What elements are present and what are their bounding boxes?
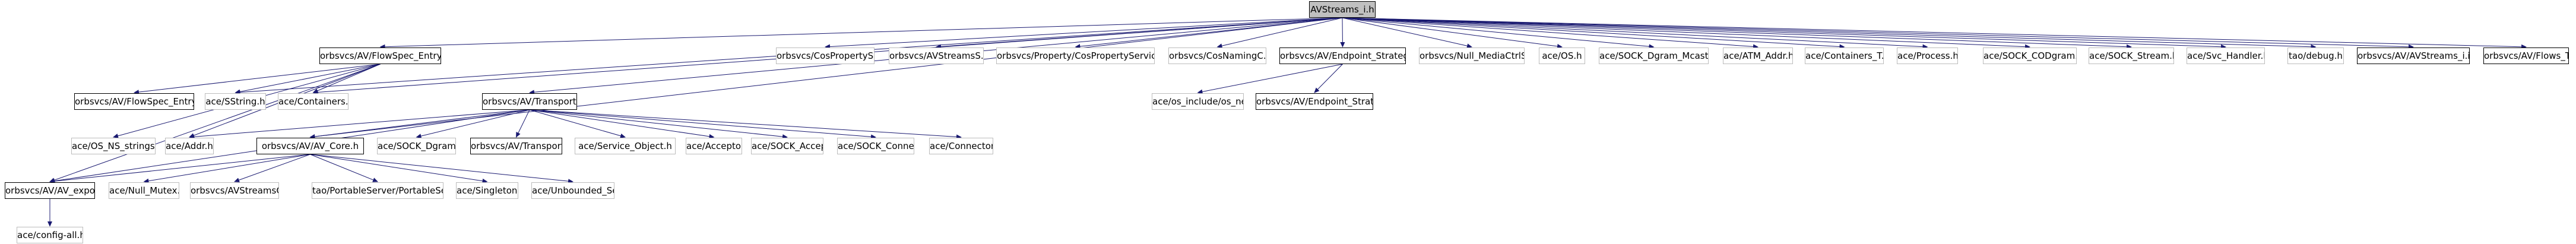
graph-node-av_core_h[interactable]: orbsvcs/AV/AV_Core.h (256, 138, 364, 154)
edge-avstreams_i_h-to-cospropertys_h (825, 17, 1343, 49)
graph-node-containers_h[interactable]: ace/Containers.h (278, 93, 348, 110)
edge-av_core_h-to-portableserver_h (310, 154, 378, 182)
edge-avstreams_i_h-to-os_h (1342, 17, 1563, 49)
graph-node-sock_acceptor_h[interactable]: ace/SOCK_Acceptor.h (751, 138, 823, 154)
graph-node-cospropertyservice_i_h[interactable]: orbsvcs/Property/CosPropertyService_i.h (996, 47, 1155, 64)
graph-node-flowspec_entry_inl[interactable]: orbsvcs/AV/FlowSpec_Entry.inl (74, 93, 194, 110)
edge-transport_h-to-sock_dgram_h (416, 109, 530, 139)
edge-avstreams_i_h-to-containers_t_h (1342, 17, 1845, 49)
edge-flowspec_entry_h-to-av_export_h (49, 64, 381, 183)
graph-node-addr_h[interactable]: ace/Addr.h (165, 138, 214, 154)
edge-flowspec_entry_h-to-containers_h (312, 64, 381, 93)
graph-node-containers_t_h[interactable]: ace/Containers_T.h (1805, 47, 1884, 64)
edge-avstreams_i_h-to-flows_t_h (1342, 17, 2527, 49)
edge-avstreams_i_h-to-avstreams_i_inl (1342, 17, 2414, 49)
edge-avstreams_i_h-to-avstreamss_h (936, 17, 1343, 49)
edge-avstreams_i_h-to-null_mediactrls_h (1342, 17, 1472, 49)
graph-node-sock_dgram_mcast_h[interactable]: ace/SOCK_Dgram_Mcast.h (1599, 47, 1709, 64)
graph-node-sock_stream_h[interactable]: ace/SOCK_Stream.h (2089, 47, 2174, 64)
edge-avstreams_i_h-to-tao_debug_h (1342, 17, 2317, 49)
edge-avstreams_i_h-to-av_core_h (309, 17, 1343, 140)
edge-transport_h-to-service_object_h (529, 109, 626, 138)
graph-node-avstreamss_h[interactable]: orbsvcs/AVStreamsS.h (889, 47, 984, 64)
edge-av_core_h-to-null_mutex_h (143, 154, 310, 183)
graph-node-cospropertys_h[interactable]: orbsvcs/CosPropertyS.h (776, 47, 874, 64)
graph-node-null_mediactrls_h[interactable]: orbsvcs/Null_MediaCtrlS.h (1419, 47, 1525, 64)
edge-transport_h-to-addr_h (189, 109, 530, 140)
edge-av_core_h-to-singleton_h (310, 154, 488, 183)
graph-node-transport_h[interactable]: orbsvcs/AV/Transport.h (482, 93, 577, 110)
graph-node-endpoint_strategy_h[interactable]: orbsvcs/AV/Endpoint_Strategy.h (1279, 47, 1406, 64)
graph-node-os_netdb_h[interactable]: ace/os_include/os_netdb.h (1152, 93, 1244, 110)
edge-flowspec_entry_h-to-flowspec_entry_inl (134, 64, 381, 95)
graph-node-transport_inl[interactable]: orbsvcs/AV/Transport.inl (470, 138, 562, 154)
graph-node-os_h[interactable]: ace/OS.h (1539, 47, 1585, 64)
graph-node-acceptor_h[interactable]: ace/Acceptor.h (686, 138, 742, 154)
edge-avstreams_i_h-to-cospropertyservice_i_h (1075, 17, 1343, 49)
edge-endpoint_strategy_h-to-os_netdb_h (1197, 64, 1343, 94)
graph-node-service_object_h[interactable]: ace/Service_Object.h (575, 138, 676, 154)
graph-node-endpoint_strategy_t_h[interactable]: orbsvcs/AV/Endpoint_Strategy_T.h (1256, 93, 1373, 110)
edge-avstreams_i_h-to-endpoint_strategy_h (1340, 17, 1345, 47)
graph-node-tao_debug_h[interactable]: tao/debug.h (2287, 47, 2344, 64)
graph-node-sock_dgram_h[interactable]: ace/SOCK_Dgram.h (377, 138, 456, 154)
edge-av_core_h-to-unbounded_set_h (310, 154, 573, 184)
edge-avstreams_i_h-to-sock_codgram_h (1342, 17, 2030, 49)
graph-node-config_all_h[interactable]: ace/config-all.h (17, 227, 83, 243)
edge-avstreams_i_h-to-flowspec_entry_h (379, 17, 1343, 49)
graph-node-avstreamsc_h[interactable]: orbsvcs/AVStreamsC.h (190, 182, 279, 199)
edge-av_core_h-to-avstreamsc_h (234, 154, 310, 183)
edge-avstreams_i_h-to-process_h (1342, 17, 1928, 49)
edge-transport_h-to-acceptor_h (529, 109, 715, 139)
edge-flowspec_entry_h-to-sstring_h (235, 64, 381, 94)
edge-endpoint_strategy_h-to-endpoint_strategy_t_h (1314, 64, 1343, 93)
graph-node-avstreams_i_inl[interactable]: orbsvcs/AV/AVStreams_i.inl (2357, 47, 2470, 64)
edge-transport_h-to-transport_inl (516, 109, 530, 138)
graph-node-flowspec_entry_h[interactable]: orbsvcs/AV/FlowSpec_Entry.h (319, 47, 441, 64)
edge-avstreams_i_h-to-atm_addr_h (1342, 17, 1758, 49)
edge-avstreams_i_h-to-cosnamingc_h (1216, 17, 1343, 49)
graph-node-null_mutex_h[interactable]: ace/Null_Mutex.h (109, 182, 179, 199)
edge-avstreams_i_h-to-sock_stream_h (1342, 17, 2132, 49)
graph-node-sstring_h[interactable]: ace/SString.h (205, 93, 266, 110)
edge-transport_h-to-sock_connector_h (529, 109, 876, 140)
graph-node-sock_connector_h[interactable]: ace/SOCK_Connector.h (837, 138, 914, 154)
edge-transport_h-to-connector_h (529, 109, 962, 140)
graph-node-cosnamingc_h[interactable]: orbsvcs/CosNamingC.h (1168, 47, 1266, 64)
graph-node-avstreams_i_h: AVStreams_i.h (1309, 1, 1376, 18)
graph-node-atm_addr_h[interactable]: ace/ATM_Addr.h (1723, 47, 1793, 64)
graph-node-svc_handler_h[interactable]: ace/Svc_Handler.h (2187, 47, 2265, 64)
graph-node-unbounded_set_h[interactable]: ace/Unbounded_Set.h (531, 182, 614, 199)
graph-node-connector_h[interactable]: ace/Connector.h (929, 138, 993, 154)
graph-node-os_ns_strings_h[interactable]: ace/OS_NS_strings.h (71, 138, 156, 154)
edge-av_core_h-to-av_export_h (49, 154, 310, 184)
graph-node-singleton_h[interactable]: ace/Singleton.h (456, 182, 518, 199)
graph-node-portableserver_h[interactable]: tao/PortableServer/PortableServer.h (312, 182, 443, 199)
graph-node-sock_codgram_h[interactable]: ace/SOCK_CODgram.h (1983, 47, 2077, 64)
graph-node-av_export_h[interactable]: orbsvcs/AV/AV_export.h (5, 182, 95, 199)
graph-node-process_h[interactable]: ace/Process.h (1897, 47, 1958, 64)
edge-transport_h-to-sock_acceptor_h (529, 109, 788, 140)
graph-node-flows_t_h[interactable]: orbsvcs/AV/Flows_T.h (2483, 47, 2569, 64)
edge-avstreams_i_h-to-svc_handler_h (1342, 17, 2226, 49)
edge-avstreams_i_h-to-sock_dgram_mcast_h (1342, 17, 1655, 49)
edge-transport_h-to-av_core_h (309, 109, 530, 139)
